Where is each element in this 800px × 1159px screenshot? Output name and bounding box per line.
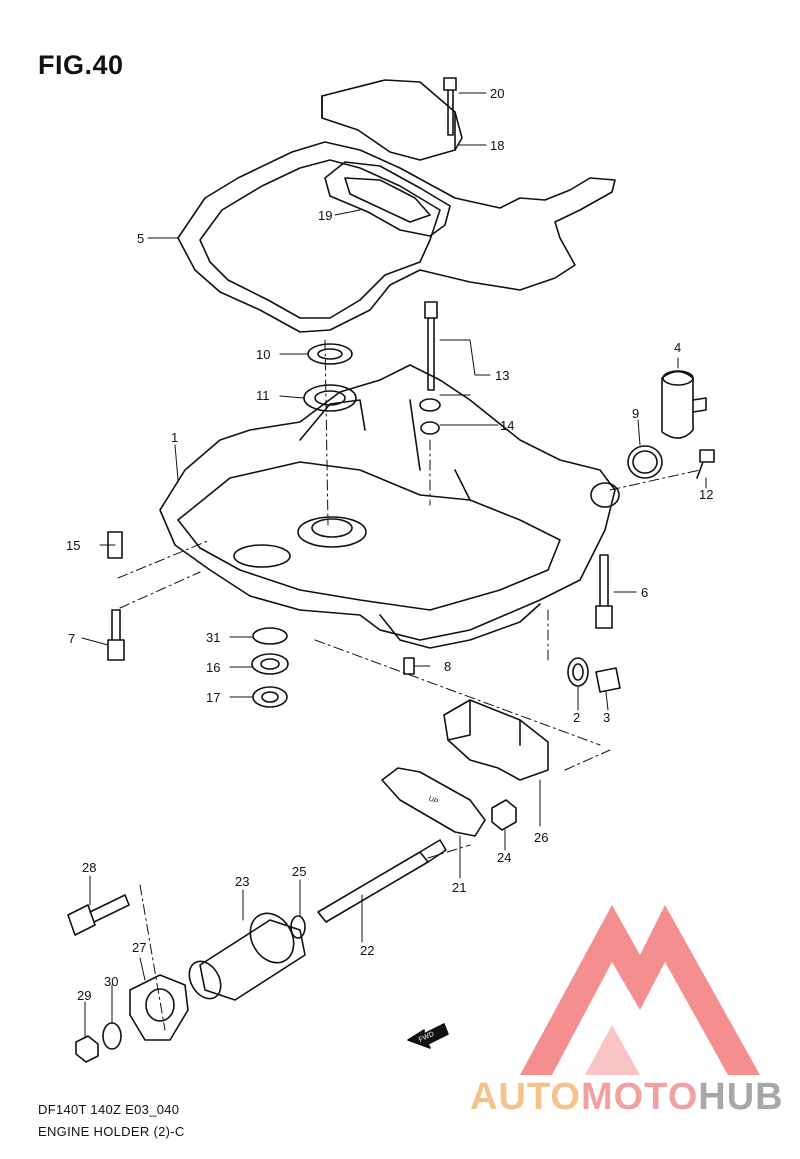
dowel-8 xyxy=(403,657,415,675)
watermark-text: AUTOMOTOHUB xyxy=(470,1076,784,1119)
cover-18 xyxy=(321,79,463,161)
callout-21: 21 xyxy=(452,880,466,895)
callout-9: 9 xyxy=(632,406,639,421)
mount-23 xyxy=(199,919,306,1001)
callout-14: 14 xyxy=(500,418,514,433)
callout-1: 1 xyxy=(171,430,178,445)
callout-22: 22 xyxy=(360,943,374,958)
bolt-20 xyxy=(443,77,457,136)
callout-26: 26 xyxy=(534,830,548,845)
plug-3 xyxy=(595,667,621,693)
callout-28: 28 xyxy=(82,860,96,875)
callout-7: 7 xyxy=(68,631,75,646)
callout-11: 11 xyxy=(256,388,270,403)
gasket-21 xyxy=(381,767,486,837)
gasket-5-inner xyxy=(199,159,441,319)
bearing-16 xyxy=(251,653,289,675)
callout-12: 12 xyxy=(699,487,713,502)
callout-19: 19 xyxy=(318,208,332,223)
seal-10 xyxy=(307,343,353,365)
callout-13: 13 xyxy=(495,368,509,383)
seal-17 xyxy=(252,686,288,708)
callout-16: 16 xyxy=(206,660,220,675)
figure-title: FIG.40 xyxy=(38,50,124,80)
bolt-12 xyxy=(696,449,715,479)
washer-25 xyxy=(290,915,306,939)
o-ring-9 xyxy=(627,445,663,479)
callout-15: 15 xyxy=(66,538,80,553)
watermark-part-hub: HUB xyxy=(698,1076,784,1118)
bolt-13 xyxy=(424,301,438,391)
callout-3: 3 xyxy=(603,710,610,725)
stud-22 xyxy=(317,839,447,923)
callout-20: 20 xyxy=(490,86,504,101)
callout-2: 2 xyxy=(573,710,580,725)
nut-29 xyxy=(75,1035,99,1063)
callout-23: 23 xyxy=(235,874,249,889)
watermark-part-moto: MOTO xyxy=(580,1076,699,1118)
callout-24: 24 xyxy=(497,850,511,865)
gasket-up-mark: UP xyxy=(427,795,439,806)
bolt-7 xyxy=(107,609,125,661)
gasket-19 xyxy=(324,161,451,237)
figure-caption: ENGINE HOLDER (2)-C xyxy=(38,1124,185,1139)
bracket-26 xyxy=(443,699,549,781)
bolt-28 xyxy=(67,894,130,936)
callout-4: 4 xyxy=(674,340,681,355)
fwd-arrow xyxy=(407,1023,449,1049)
bolt-6 xyxy=(595,554,613,629)
callout-25: 25 xyxy=(292,864,306,879)
callout-10: 10 xyxy=(256,347,270,362)
watermark-logo xyxy=(520,905,760,1075)
watermark-part-auto: AUTO xyxy=(470,1076,581,1118)
washer-2 xyxy=(567,657,589,687)
callout-8: 8 xyxy=(444,659,451,674)
seal-11 xyxy=(303,384,357,412)
callout-17: 17 xyxy=(206,690,220,705)
callout-5: 5 xyxy=(137,231,144,246)
washer-30 xyxy=(102,1022,122,1050)
callout-27: 27 xyxy=(132,940,146,955)
dowel-15 xyxy=(107,531,123,559)
snap-ring-31 xyxy=(252,627,288,645)
washer-14 xyxy=(420,421,440,435)
gasket-5 xyxy=(177,141,616,333)
fitting-4 xyxy=(661,370,694,439)
holder-27 xyxy=(129,974,189,1041)
engine-holder-1 xyxy=(159,364,616,641)
callout-6: 6 xyxy=(641,585,648,600)
nut-24 xyxy=(491,799,517,831)
callout-18: 18 xyxy=(490,138,504,153)
callout-31: 31 xyxy=(206,630,220,645)
model-code: DF140T 140Z E03_040 xyxy=(38,1102,180,1117)
callout-30: 30 xyxy=(104,974,118,989)
callout-29: 29 xyxy=(77,988,91,1003)
